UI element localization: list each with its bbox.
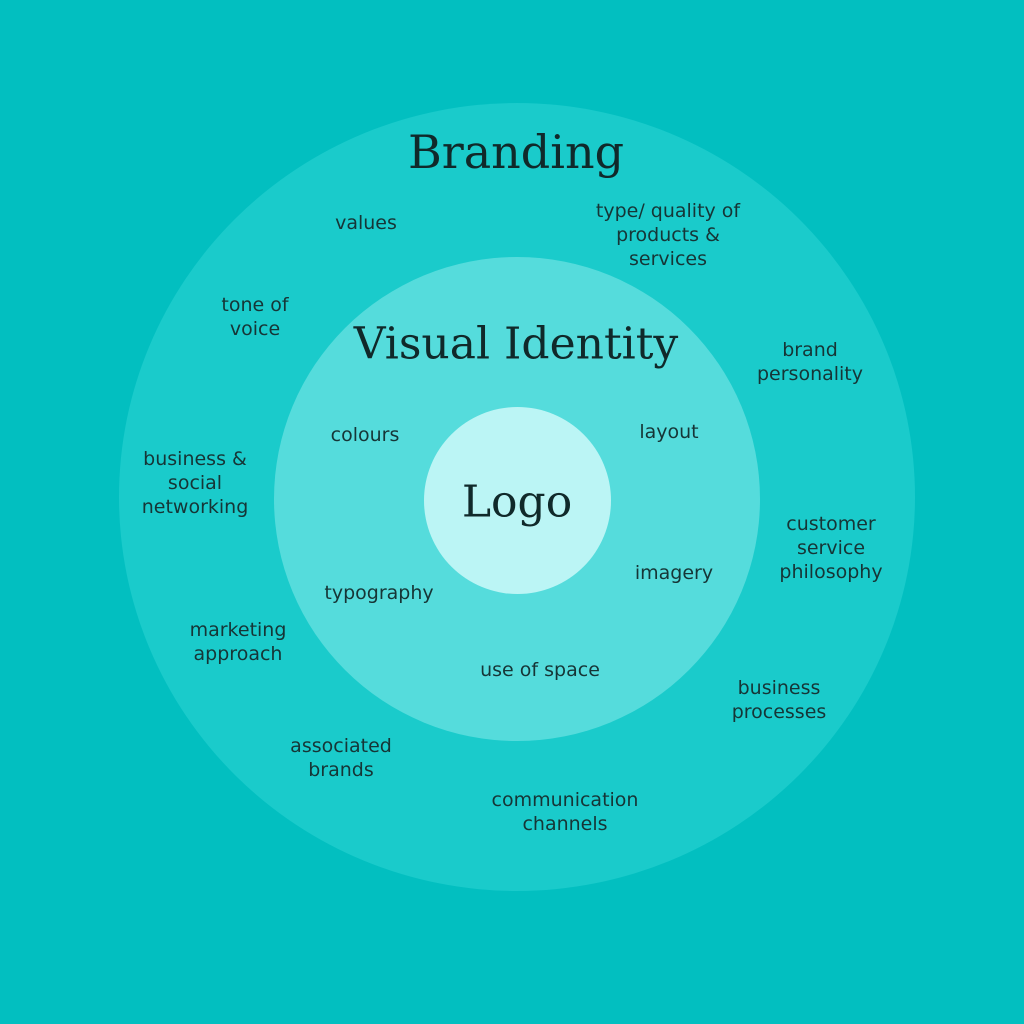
logo-circle	[424, 407, 611, 594]
label-values: values	[335, 212, 397, 234]
branding-title: Branding	[407, 125, 625, 179]
visual-identity-title: Visual Identity	[353, 318, 679, 370]
label-use-of-space: use of space	[480, 659, 600, 681]
label-marketing: marketing approach	[189, 619, 287, 665]
label-associated-brands: associated brands	[290, 735, 392, 781]
logo-title: Logo	[461, 476, 573, 528]
label-colours: colours	[330, 424, 400, 446]
label-communication: communication channels	[491, 789, 639, 835]
label-imagery: imagery	[634, 562, 714, 584]
label-typography: typography	[324, 582, 434, 604]
label-type-quality: type/ quality of products & services	[595, 200, 741, 270]
label-brand-personality: brand personality	[756, 339, 864, 385]
label-layout: layout	[639, 421, 699, 443]
label-customer-service: customer service philosophy	[779, 513, 883, 583]
label-business-social: business & social networking	[141, 448, 249, 518]
label-business-processes: business processes	[731, 677, 827, 723]
label-tone-of-voice: tone of voice	[221, 294, 289, 340]
